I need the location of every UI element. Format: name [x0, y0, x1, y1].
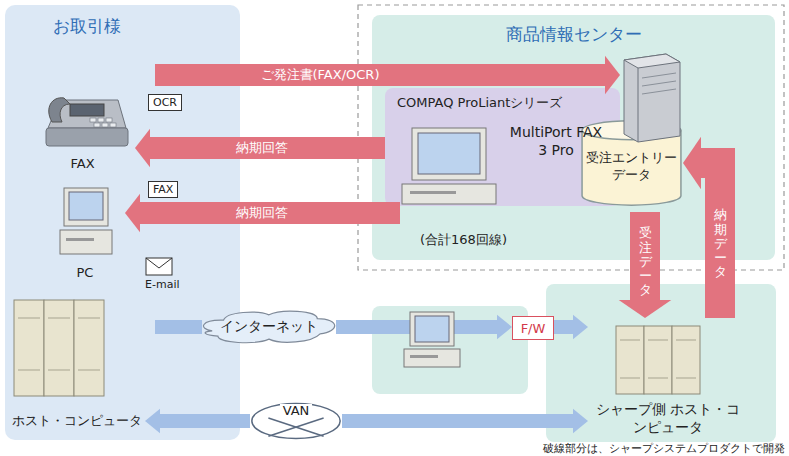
- edge-label: 受注データ: [639, 224, 652, 299]
- delivery-data-arrow: [683, 137, 720, 318]
- fax-tag: FAX: [148, 181, 178, 198]
- order-data-arrow: [619, 212, 672, 318]
- node-title: COMPAQ ProLiantシリーズ: [397, 94, 562, 112]
- node-title: 受注エントリー データ: [584, 150, 680, 184]
- line-count-note: (合計168回線): [420, 231, 507, 249]
- arrow-head: [573, 315, 588, 340]
- van-arrow: [342, 409, 588, 434]
- firewall-arrow: [554, 315, 588, 340]
- arrow-shaft: [342, 414, 574, 428]
- arrow-shaft: [554, 320, 574, 334]
- caption: 破線部分は、シャープシステムプロダクトで開発: [543, 441, 785, 456]
- email-envelope-icon: [146, 258, 172, 275]
- internet-cloud: インターネット: [198, 308, 340, 346]
- arrow-shaft: [155, 64, 606, 86]
- arrow-shaft: [630, 212, 660, 301]
- ocr-tag: OCR: [148, 94, 182, 111]
- gateway-panel: [372, 306, 528, 394]
- arrow-head: [135, 129, 150, 168]
- edge-label: 納期回答: [233, 204, 291, 222]
- fax-reply-arrow: [135, 129, 385, 168]
- order-arrow: [155, 56, 620, 95]
- node-title: お取引様: [53, 15, 121, 38]
- edge-label: 納期回答: [233, 139, 291, 157]
- edge-label: ご発注書(FAX/OCR): [258, 66, 383, 84]
- node-title: シャープ側 ホスト・コンピュータ: [593, 401, 743, 436]
- firewall-box: F/W: [512, 316, 554, 340]
- email-tag: E-mail: [145, 278, 180, 291]
- arrow-head: [683, 137, 701, 190]
- node-title: 商品情報センター: [506, 23, 642, 46]
- arrow-shaft: [700, 163, 720, 318]
- email-reply-arrow: [125, 194, 400, 233]
- arrow-head: [145, 409, 160, 434]
- van-network: VAN: [250, 402, 342, 440]
- node-title: FAX: [70, 156, 94, 171]
- internet-line: [155, 327, 202, 328]
- node-title: VAN: [280, 404, 313, 418]
- gateway-pc-icon: [404, 312, 460, 367]
- node-title: F/W: [521, 321, 546, 336]
- arrow-shaft: [149, 137, 385, 159]
- edge-label: 納期データ: [714, 206, 727, 281]
- fax-icon: [46, 98, 128, 146]
- arrow-head: [619, 300, 672, 318]
- pc-icon: [60, 188, 112, 254]
- host-computer-icon: [14, 300, 104, 396]
- van-arrow: [145, 409, 250, 434]
- server-icon: [624, 54, 680, 142]
- arrow-head: [573, 409, 588, 434]
- arrow-shaft: [159, 414, 250, 428]
- arrow-head: [497, 315, 512, 340]
- arrow-head: [125, 194, 140, 233]
- node-title: インターネット: [220, 318, 318, 336]
- fax-server-pc-icon: [402, 128, 496, 204]
- node-title: PC: [77, 265, 94, 280]
- sharp-host-panel: [546, 284, 776, 442]
- arrow-shaft: [139, 202, 400, 224]
- arrow-shaft: [155, 320, 202, 334]
- sharp-host-computer-icon: [616, 326, 700, 394]
- node-title: ホスト・コンピュータ: [12, 412, 142, 430]
- arrow-head: [605, 56, 620, 95]
